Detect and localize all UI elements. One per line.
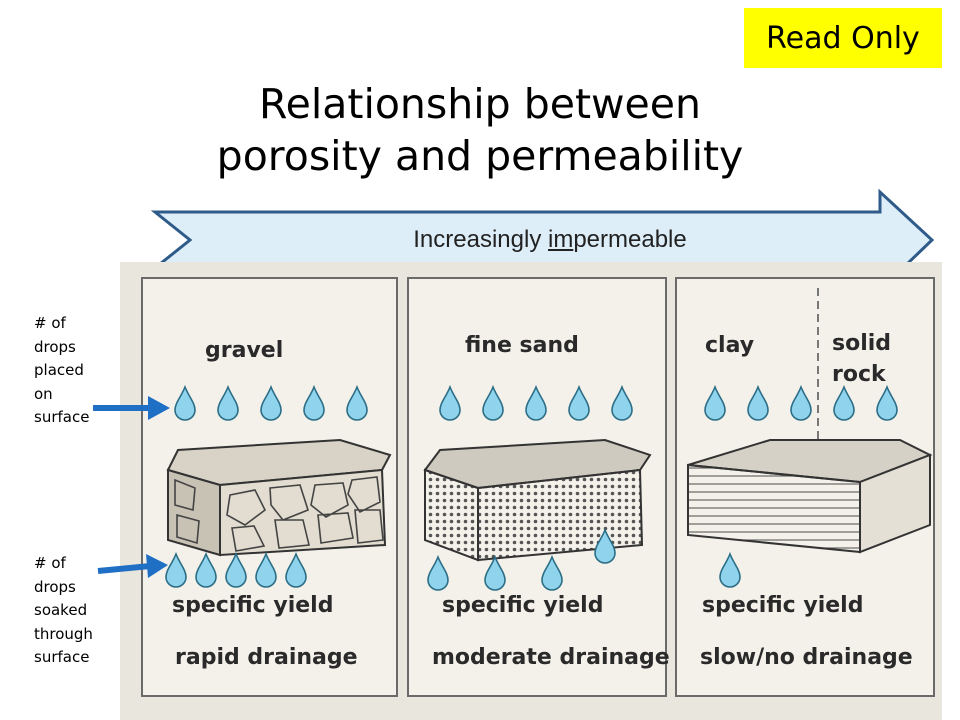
gravel-block (166, 438, 392, 557)
solid-rock-label-1: solid (832, 331, 891, 356)
side-label-line: # of (34, 314, 66, 332)
fine-sand-block (423, 438, 652, 562)
fine-sand-drainage: moderate drainage (432, 645, 670, 670)
drop-placed-icon (260, 384, 282, 421)
drop-placed-icon (482, 384, 504, 421)
side-label-line: placed (34, 361, 84, 379)
drop-placed-icon (439, 384, 461, 421)
drop-soaked-icon (195, 551, 217, 588)
drop-soaked-icon (541, 554, 563, 591)
side-label-line: soaked (34, 601, 88, 619)
drop-soaked-icon (255, 551, 277, 588)
clay-label: clay (705, 333, 754, 358)
side-label-line: through (34, 624, 93, 643)
drop-soaked-icon (165, 551, 187, 588)
pointer-arrow-placed (93, 396, 170, 420)
title-line-1: Relationship between (258, 80, 701, 128)
fine-sand-yield: specific yield (442, 593, 603, 618)
drop-soaked-icon (427, 554, 449, 591)
drop-soaked-icon (484, 554, 506, 591)
drops-placed-label: # of drops placed on surface (34, 312, 124, 430)
drop-placed-icon (790, 384, 812, 421)
drop-placed-icon (525, 384, 547, 421)
gravel-yield: specific yield (172, 593, 333, 618)
drop-placed-icon (568, 384, 590, 421)
drop-soaked-icon (225, 551, 247, 588)
fine-sand-label: fine sand (465, 333, 579, 358)
water-drops (165, 384, 898, 591)
side-label-line: drops (34, 577, 76, 596)
clay-drainage: slow/no drainage (700, 645, 913, 670)
pointer-arrow-soaked (97, 554, 168, 578)
solid-rock-label-2: rock (832, 362, 887, 387)
drop-soaked-icon (594, 527, 616, 564)
arrow-label-suffix: permeable (573, 226, 687, 253)
read-only-badge: Read Only (744, 8, 942, 68)
side-label-line: on (34, 384, 53, 403)
drop-soaked-icon (285, 551, 307, 588)
drop-placed-icon (876, 384, 898, 421)
side-label-line: surface (34, 648, 90, 666)
gravel-label: gravel (205, 338, 283, 363)
arrow-label-underlined: im (548, 226, 574, 253)
arrow-label-prefix: Increasingly (413, 226, 548, 253)
drop-soaked-icon (719, 551, 741, 588)
drop-placed-icon (611, 384, 633, 421)
drop-placed-icon (303, 384, 325, 421)
side-label-line: # of (34, 554, 66, 572)
clay-yield: specific yield (702, 593, 863, 618)
drop-placed-icon (833, 384, 855, 421)
drop-placed-icon (704, 384, 726, 421)
drop-placed-icon (346, 384, 368, 421)
side-label-line: surface (34, 408, 90, 426)
drop-placed-icon (217, 384, 239, 421)
side-label-line: drops (34, 337, 76, 356)
gravel-drainage: rapid drainage (175, 645, 358, 670)
drop-placed-icon (174, 384, 196, 421)
drop-placed-icon (747, 384, 769, 421)
permeability-arrow-label: Increasingly impermeable (300, 226, 800, 254)
clay-block (687, 439, 933, 554)
drops-soaked-label: # of drops soaked through surface (34, 552, 124, 670)
page-title: Relationship between porosity and permea… (150, 78, 810, 182)
title-line-2: porosity and permeability (216, 132, 744, 180)
